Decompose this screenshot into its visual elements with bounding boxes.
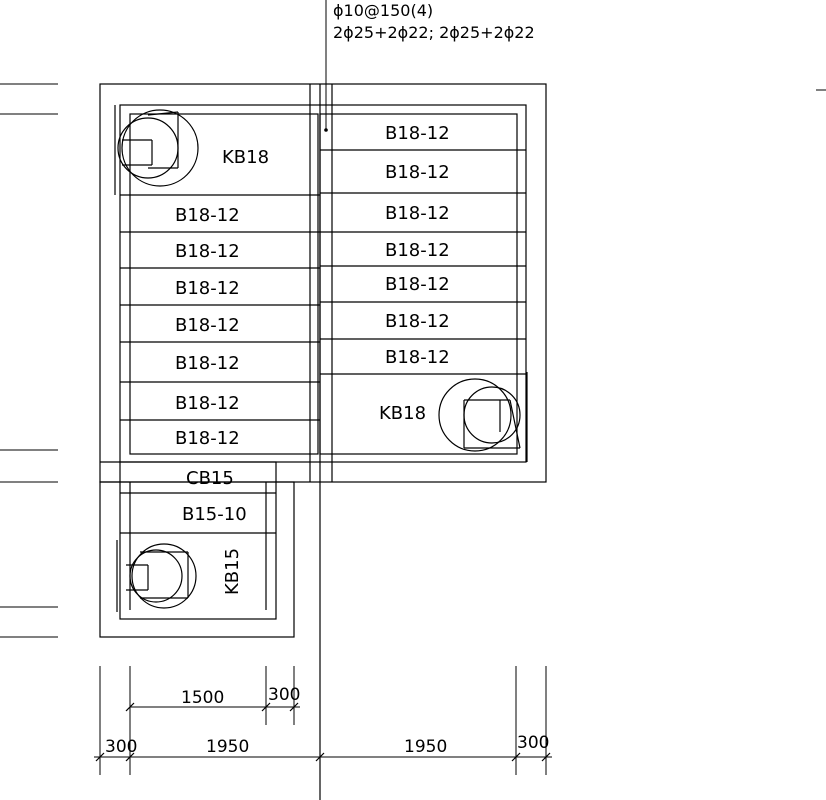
dimension-label: 1500 <box>181 688 224 708</box>
dimension-label: 300 <box>517 733 549 753</box>
left-slab-separators <box>120 194 320 421</box>
left-slab-label: B18-12 <box>175 428 240 449</box>
dimension-label: 300 <box>268 685 300 705</box>
central-beam-lines <box>309 0 333 800</box>
slab-label-kb18-top: KB18 <box>222 147 269 168</box>
right-slab-label: B18-12 <box>385 162 450 183</box>
left-slab-label: B18-12 <box>175 315 240 336</box>
left-reference-lines <box>0 83 826 638</box>
right-slab-label: B18-12 <box>385 203 450 224</box>
right-slab-label: B18-12 <box>385 311 450 332</box>
slab-label-kb15: KB15 <box>222 548 243 595</box>
rebar-note: 2ϕ25+2ϕ22; 2ϕ25+2ϕ22 <box>333 23 535 42</box>
main-outer-walls <box>99 83 547 483</box>
slab-label-kb18-right: KB18 <box>379 403 426 424</box>
dimension-label: 300 <box>105 737 137 757</box>
left-slab-label: B18-12 <box>175 278 240 299</box>
left-panel-inner <box>129 113 319 455</box>
left-slab-label: B18-12 <box>175 353 240 374</box>
small-slab-label: B15-10 <box>182 504 247 525</box>
opening-symbol-kb15 <box>116 540 197 612</box>
right-slab-label: B18-12 <box>385 123 450 144</box>
left-slab-label: B18-12 <box>175 393 240 414</box>
opening-symbol-kb18-right <box>438 372 528 462</box>
right-panel-inner <box>319 113 518 455</box>
stirrup-note: ϕ10@150(4) <box>333 1 433 20</box>
left-slab-label: B18-12 <box>175 205 240 226</box>
right-slab-label: B18-12 <box>385 347 450 368</box>
right-slab-label: B18-12 <box>385 240 450 261</box>
cover-beam-label: CB15 <box>186 468 234 489</box>
small-room-walls <box>99 461 295 638</box>
dimension-lines <box>94 666 552 775</box>
right-slab-label: B18-12 <box>385 274 450 295</box>
opening-symbol-kb18-top <box>114 105 199 195</box>
dimension-label: 1950 <box>404 737 447 757</box>
dimension-label: 1950 <box>206 737 249 757</box>
left-slab-label: B18-12 <box>175 241 240 262</box>
right-slab-separators <box>320 149 526 375</box>
